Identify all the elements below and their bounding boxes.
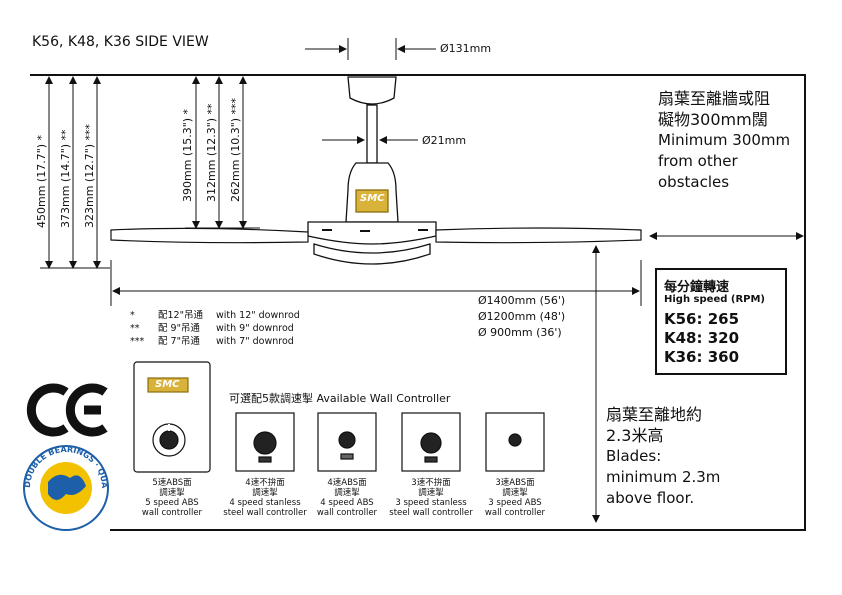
floor-clearance-text: 扇葉至離地約 2.3米高 Blades: minimum 2.3m above … [606, 404, 720, 509]
controller-cn-1: 3速ABS面 [495, 478, 535, 488]
note-en: with 7" downrod [216, 336, 294, 347]
controller-cn-2: 調速掣 [418, 488, 444, 498]
controller-cn-2: 調速掣 [334, 488, 360, 498]
wall-clearance-text: 扇葉至離牆或阻 礙物300mm闊 Minimum 300mm from othe… [658, 88, 790, 193]
note-mark: * [130, 310, 135, 321]
speed-row-k56: K56: 265 [664, 310, 740, 328]
floor-clearance-en-1: Blades: [606, 447, 662, 465]
overall-height-label-3: 323mm (12.7") *** [83, 123, 96, 228]
high-speed-title-en: High speed (RPM) [664, 294, 765, 305]
note-cn: 配 9"吊通 [158, 323, 200, 334]
controller-label-2: 4速不拚面 調速掣 4 speed stanless steel wall co… [222, 478, 308, 518]
quality-badge-text: DOUBLE BEARINGS · QUALITY GUARANTEE · [0, 0, 109, 489]
high-speed-title-cn: 每分鐘轉速 [664, 280, 730, 295]
controller-3speed-abs-icon [485, 412, 545, 472]
controller-en-1: 5 speed ABS [145, 498, 199, 508]
controller-label-4: 3速不拚面 調速掣 3 speed stanless steel wall co… [388, 478, 474, 518]
frame-lines [30, 74, 806, 531]
controller-en-2: steel wall controller [223, 508, 307, 518]
floor-clearance-cn-2: 2.3米高 [606, 426, 664, 445]
downrod-note-2: ** 配 9"吊通 with 9" downrod [130, 320, 294, 334]
controller-cn-2: 調速掣 [252, 488, 278, 498]
controller-cn-2: 調速掣 [502, 488, 528, 498]
controller-cn-1: 4速不拚面 [245, 478, 285, 488]
controller-cn-1: 4速ABS面 [327, 478, 367, 488]
wall-clearance-cn-1: 扇葉至離牆或阻 [658, 89, 771, 108]
quality-guarantee-badge-icon: DOUBLE BEARINGS · QUALITY GUARANTEE · [0, 0, 109, 531]
note-en: with 12" downrod [216, 310, 300, 321]
motor-housing [307, 162, 437, 265]
wall-clearance-en-2: from other [658, 152, 738, 170]
floor-clearance-en-2: minimum 2.3m [606, 468, 721, 486]
diagram-title: K56, K48, K36 SIDE VIEW [32, 34, 209, 50]
downrod-label: Ø21mm [422, 134, 467, 147]
overall-height-label-2: 373mm (14.7") ** [59, 129, 72, 228]
blade-span-label-900: Ø 900mm (36') [478, 326, 562, 339]
blade-span-dimension [110, 260, 642, 306]
ceiling-canopy [347, 76, 397, 164]
ceiling-to-blade-label-2: 312mm (12.3") ** [205, 103, 218, 202]
svg-text:DOUBLE BEARINGS · QUALITY GUAR: DOUBLE BEARINGS · QUALITY GUARANTEE · [0, 0, 109, 489]
brand-logo-motor: SMC [360, 193, 385, 204]
floor-clearance-cn-1: 扇葉至離地約 [606, 405, 703, 424]
speed-row-k48: K48: 320 [664, 329, 740, 347]
wall-clearance-en-1: Minimum 300mm [658, 131, 791, 149]
controller-en-2: wall controller [484, 508, 546, 518]
note-cn: 配12"吊通 [158, 310, 203, 321]
controller-4speed-steel-icon [235, 412, 295, 472]
downrod-note-1: * 配12"吊通 with 12" downrod [130, 307, 300, 321]
controller-cn-1: 3速不拚面 [411, 478, 451, 488]
ceiling-to-blade-lines [185, 76, 260, 229]
controller-en-1: 3 speed stanless [395, 498, 467, 508]
ceiling-to-blade-label-1: 390mm (15.3") * [181, 108, 194, 202]
overall-height-label-1: 450mm (17.7") * [35, 134, 48, 228]
controller-5speed-abs-icon [133, 361, 211, 473]
downrod-note-3: *** 配 7"吊通 with 7" downrod [130, 333, 294, 347]
note-cn: 配 7"吊通 [158, 336, 200, 347]
motor-width-label: Ø131mm [440, 42, 492, 55]
controller-label-1: 5速ABS面 調速掣 5 speed ABS wall controller [130, 478, 214, 518]
wall-clearance-cn-2: 礙物300mm闊 [658, 110, 768, 129]
fan-blades [110, 227, 642, 244]
controller-en-1: 4 speed ABS [320, 498, 374, 508]
blade-span-label-1400: Ø1400mm (56') [478, 294, 566, 307]
note-mark: ** [130, 323, 140, 334]
note-mark: *** [130, 336, 145, 347]
speed-row-k36: K36: 360 [664, 348, 740, 366]
note-en: with 9" downrod [216, 323, 294, 334]
wall-clearance-en-3: obstacles [658, 173, 730, 191]
controller-en-1: 4 speed stanless [229, 498, 301, 508]
controller-cn-1: 5速ABS面 [152, 478, 192, 488]
controller-4speed-abs-icon [317, 412, 377, 472]
controller-label-3: 4速ABS面 調速掣 4 speed ABS wall controller [305, 478, 389, 518]
brand-logo-controller: SMC [155, 379, 180, 390]
controller-en-2: wall controller [141, 508, 203, 518]
controller-label-5: 3速ABS面 調速掣 3 speed ABS wall controller [473, 478, 557, 518]
controller-en-1: 3 speed ABS [488, 498, 542, 508]
blade-span-label-1200: Ø1200mm (48') [478, 310, 566, 323]
ceiling-to-blade-label-3: 262mm (10.3") *** [229, 97, 242, 202]
controller-en-2: wall controller [316, 508, 378, 518]
overall-height-lines [40, 76, 110, 269]
high-speed-table: 每分鐘轉速 High speed (RPM) K56: 265 K48: 320… [655, 268, 787, 375]
controller-cn-2: 調速掣 [159, 488, 185, 498]
controller-en-2: steel wall controller [389, 508, 473, 518]
floor-clearance-en-3: above floor. [606, 489, 695, 507]
motor-width-dimension [305, 38, 436, 60]
controller-3speed-steel-icon [401, 412, 461, 472]
ce-mark-icon [26, 383, 108, 437]
available-controller-heading: 可選配5款調速掣 Available Wall Controller [229, 392, 451, 405]
